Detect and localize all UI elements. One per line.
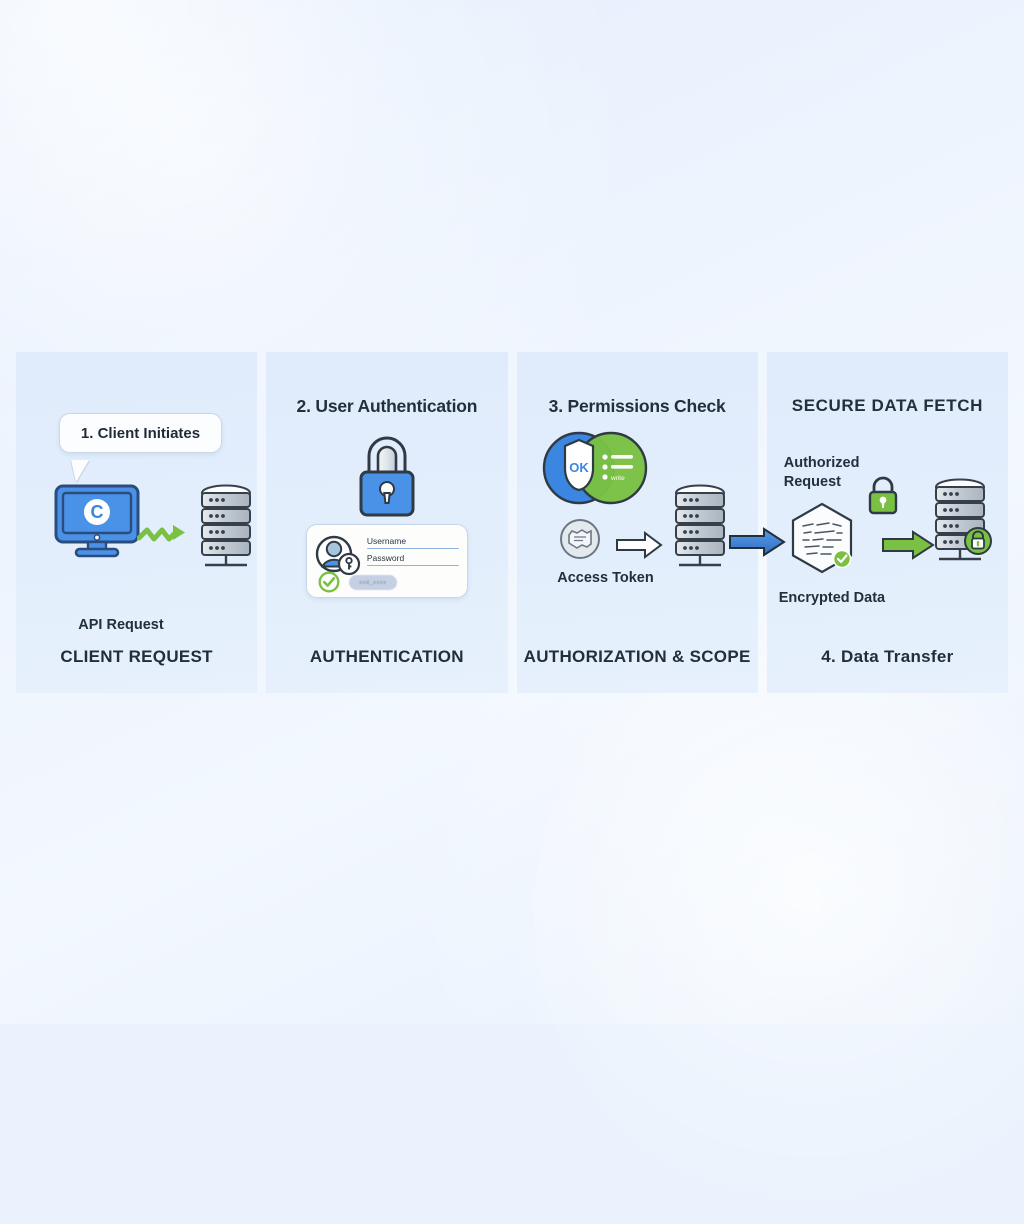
password-field[interactable]: Password bbox=[366, 553, 459, 566]
authorized-request-line-2: Request bbox=[783, 473, 841, 490]
password-label: Password bbox=[366, 553, 405, 563]
token-circle-icon bbox=[559, 518, 601, 565]
username-label: Username bbox=[366, 536, 407, 546]
panel-4-stage: Authorized Request Encryp bbox=[767, 422, 1008, 622]
panel-3-step-title: 3. Permissions Check bbox=[548, 396, 726, 416]
svg-text:OK: OK bbox=[569, 460, 589, 475]
password-underline bbox=[366, 564, 459, 566]
venn-diagram-icon: OK write bbox=[541, 430, 649, 511]
masked-credential-pill: xxd_xxxx bbox=[348, 575, 397, 590]
panel-3-caption: AUTHORIZATION & SCOPE bbox=[523, 647, 751, 666]
panel-2-stage: Username Password xxd_xxxx bbox=[266, 422, 507, 622]
lock-badge-icon bbox=[963, 526, 993, 561]
green-arrow-icon bbox=[881, 530, 935, 565]
panel-2-step-title: 2. User Authentication bbox=[296, 396, 478, 416]
encrypted-data-label: Encrypted Data bbox=[778, 590, 886, 606]
speech-bubble: 1. Client Initiates bbox=[59, 413, 222, 453]
panel-2-caption: AUTHENTICATION bbox=[309, 647, 464, 666]
padlock-icon bbox=[349, 432, 425, 523]
speech-bubble-text: 1. Client Initiates bbox=[80, 424, 201, 442]
api-request-label: API Request bbox=[78, 617, 164, 633]
panel-data-transfer: SECURE DATA FETCH Authorized Request bbox=[766, 352, 1008, 693]
api-security-flow-diagram: 1. Client Initiates C bbox=[16, 352, 1008, 693]
blue-arrow-icon bbox=[728, 526, 786, 563]
panel-client-request: 1. Client Initiates C bbox=[16, 352, 258, 693]
username-field[interactable]: Username bbox=[366, 536, 459, 549]
panel-4-caption: 4. Data Transfer bbox=[821, 647, 954, 666]
username-underline bbox=[366, 547, 459, 549]
panel-4-step-title: SECURE DATA FETCH bbox=[791, 396, 983, 415]
authorized-request-line-1: Authorized bbox=[783, 455, 860, 471]
panel-authentication: 2. User Authentication bbox=[266, 352, 508, 693]
server-stack-icon bbox=[195, 484, 257, 575]
check-circle-icon bbox=[318, 571, 340, 598]
access-token-label: Access Token bbox=[557, 570, 654, 586]
login-card: Username Password xxd_xxxx bbox=[305, 524, 468, 598]
authorized-request-label: Authorized Request bbox=[784, 454, 860, 491]
server-stack-icon bbox=[669, 484, 731, 575]
speech-bubble-tail-icon bbox=[71, 460, 89, 482]
desktop-monitor-icon: C bbox=[54, 484, 140, 563]
panel-3-stage: OK write bbox=[517, 422, 786, 622]
svg-text:C: C bbox=[91, 502, 104, 522]
svg-text:write: write bbox=[610, 475, 625, 482]
zigzag-arrow-icon bbox=[136, 522, 189, 553]
panel-authorization-scope: 3. Permissions Check OK write bbox=[516, 352, 786, 693]
hexagon-encrypted-icon bbox=[789, 502, 855, 579]
user-avatar-icon bbox=[315, 535, 363, 582]
panel-1-stage: 1. Client Initiates C bbox=[16, 413, 257, 633]
white-arrow-icon bbox=[615, 530, 663, 565]
green-padlock-icon bbox=[865, 474, 901, 521]
panel-1-caption: CLIENT REQUEST bbox=[60, 647, 213, 666]
